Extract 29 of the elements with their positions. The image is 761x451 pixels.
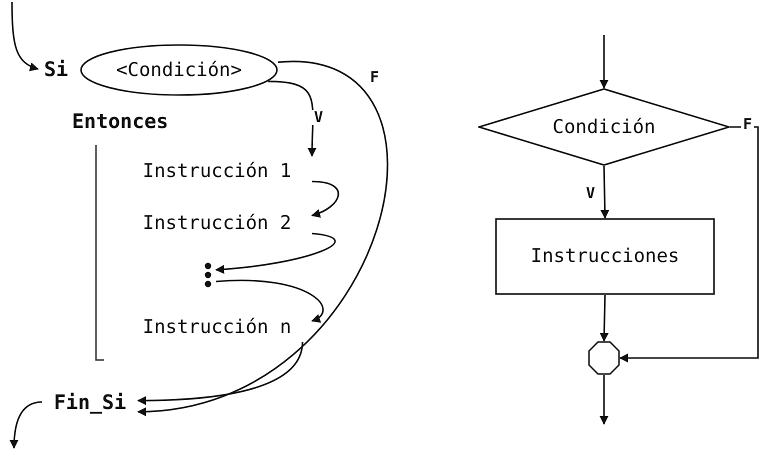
arrow xyxy=(311,180,340,218)
keyword-label: Si xyxy=(44,56,68,83)
arrow xyxy=(619,126,759,362)
arrow xyxy=(600,35,608,89)
decision-diamond xyxy=(478,88,730,166)
edge-label: F xyxy=(368,70,382,85)
condition-ellipse xyxy=(80,44,278,96)
process-box xyxy=(495,218,715,295)
arrow xyxy=(137,61,388,416)
arrow xyxy=(600,294,609,342)
instruction-label: Instrucción n xyxy=(142,314,292,340)
arrow xyxy=(137,342,304,405)
instruction-label: Instrucción 2 xyxy=(142,210,292,236)
instruction-label: Instrucción 1 xyxy=(142,158,292,184)
arrow xyxy=(216,280,324,322)
keyword-label: Fin_Si xyxy=(54,389,126,416)
arrow xyxy=(268,80,317,157)
arrow xyxy=(11,2,39,71)
node-label: Condición xyxy=(552,114,656,140)
edge-label: F xyxy=(741,117,754,132)
node-label: Instrucciones xyxy=(530,244,680,270)
arrow xyxy=(600,375,608,425)
edge-label: V xyxy=(584,186,598,201)
edge-label: V xyxy=(312,110,326,125)
arrow xyxy=(10,401,42,449)
node-label: <Condición> xyxy=(116,58,242,83)
arrow xyxy=(600,166,610,219)
section-label: Entonces xyxy=(72,108,168,135)
arrow xyxy=(215,232,336,274)
